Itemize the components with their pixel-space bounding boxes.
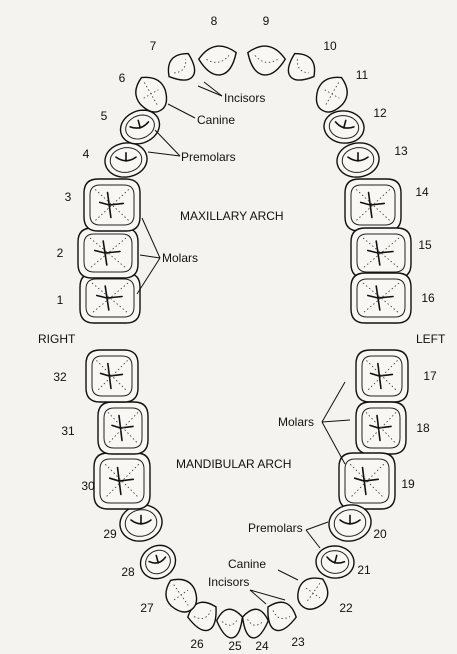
text-labels: Incisors Canine Premolars MAXILLARY ARCH…	[38, 91, 446, 589]
tooth-number-7: 7	[150, 39, 157, 53]
tooth-number-20: 20	[373, 527, 387, 541]
tooth-number-2: 2	[57, 246, 64, 260]
tooth-number-18: 18	[416, 421, 430, 435]
tooth-14	[345, 179, 401, 231]
tooth-number-21: 21	[357, 563, 371, 577]
tooth-number-32: 32	[53, 370, 67, 384]
tooth-number-11: 11	[356, 68, 369, 82]
tooth-outline	[245, 43, 287, 78]
tooth-number-6: 6	[119, 71, 126, 85]
tooth-number-14: 14	[415, 185, 429, 199]
tooth-outline	[215, 608, 245, 640]
tooth-9	[245, 43, 287, 78]
tooth-number-5: 5	[101, 109, 108, 123]
tooth-10	[281, 48, 321, 88]
label-right: RIGHT	[38, 332, 76, 346]
tooth-number-9: 9	[263, 14, 270, 28]
tooth-30	[94, 453, 150, 509]
tooth-outline	[162, 48, 202, 88]
tooth-outline	[197, 43, 239, 78]
label-canine-lower: Canine	[228, 557, 266, 571]
tooth-18	[356, 402, 406, 454]
leader-premolars-lower-b	[306, 530, 320, 548]
tooth-outline	[261, 598, 299, 635]
leader-molars-upper-c	[137, 258, 160, 294]
tooth-number-23: 23	[291, 635, 305, 649]
tooth-number-10: 10	[323, 39, 337, 53]
tooth-3	[84, 179, 140, 231]
label-molars-upper: Molars	[162, 251, 198, 265]
tooth-number-3: 3	[65, 190, 72, 204]
teeth-layer	[78, 43, 411, 640]
label-incisors-upper: Incisors	[224, 91, 265, 105]
tooth-number-26: 26	[190, 637, 204, 651]
tooth-number-27: 27	[140, 601, 154, 615]
leader-molars-lower-b	[322, 420, 350, 422]
tooth-24	[240, 608, 270, 640]
leader-incisors-upper-b	[198, 86, 222, 96]
tooth-number-31: 31	[61, 424, 75, 438]
tooth-15	[351, 228, 411, 278]
tooth-number-24: 24	[255, 639, 269, 653]
tooth-number-12: 12	[373, 106, 387, 120]
tooth-7	[162, 48, 202, 88]
tooth-number-19: 19	[401, 477, 415, 491]
tooth-number-22: 22	[339, 601, 353, 615]
leader-canine-upper	[168, 104, 195, 118]
label-canine-upper: Canine	[197, 113, 235, 127]
tooth-4	[105, 143, 147, 177]
tooth-number-15: 15	[418, 238, 432, 252]
leader-molars-lower-a	[322, 382, 345, 422]
tooth-number-25: 25	[228, 639, 242, 653]
leader-molars-upper-a	[142, 218, 160, 258]
tooth-number-13: 13	[394, 144, 408, 158]
tooth-number-29: 29	[103, 527, 117, 541]
tooth-16	[351, 273, 411, 323]
label-molars-lower: Molars	[278, 415, 314, 429]
tooth-number-1: 1	[57, 293, 64, 307]
leader-molars-upper-b	[140, 255, 160, 258]
tooth-17	[356, 350, 408, 402]
label-premolars-upper: Premolars	[181, 150, 236, 164]
label-left: LEFT	[416, 332, 446, 346]
tooth-number-30: 30	[81, 479, 95, 493]
label-premolars-lower: Premolars	[248, 521, 303, 535]
leader-canine-lower	[278, 570, 298, 580]
tooth-13	[337, 143, 379, 177]
label-incisors-lower: Incisors	[208, 575, 249, 589]
tooth-23	[261, 598, 299, 635]
tooth-number-4: 4	[83, 147, 90, 161]
tooth-outline	[240, 608, 270, 640]
leader-molars-lower-c	[322, 422, 345, 464]
tooth-32	[86, 350, 138, 402]
leader-premolars-lower-a	[306, 522, 328, 530]
leader-premolars-upper-a	[148, 152, 180, 156]
tooth-31	[98, 402, 148, 454]
tooth-number-16: 16	[421, 291, 435, 305]
tooth-number-28: 28	[121, 565, 135, 579]
leader-lines	[137, 82, 350, 604]
tooth-1	[80, 273, 140, 323]
tooth-number-8: 8	[211, 14, 218, 28]
leader-premolars-upper-b	[155, 130, 180, 156]
tooth-6	[129, 70, 173, 118]
tooth-outline	[281, 48, 321, 88]
tooth-number-17: 17	[423, 369, 437, 383]
label-mandibular-arch: MANDIBULAR ARCH	[176, 457, 291, 471]
tooth-28	[137, 542, 180, 583]
tooth-8	[197, 43, 239, 78]
label-maxillary-arch: MAXILLARY ARCH	[180, 209, 284, 223]
tooth-25	[215, 608, 245, 640]
tooth-29	[120, 505, 162, 541]
tooth-2	[78, 228, 138, 278]
tooth-20	[329, 505, 371, 541]
leader-incisors-upper-a	[204, 82, 222, 96]
tooth-19	[339, 453, 395, 509]
